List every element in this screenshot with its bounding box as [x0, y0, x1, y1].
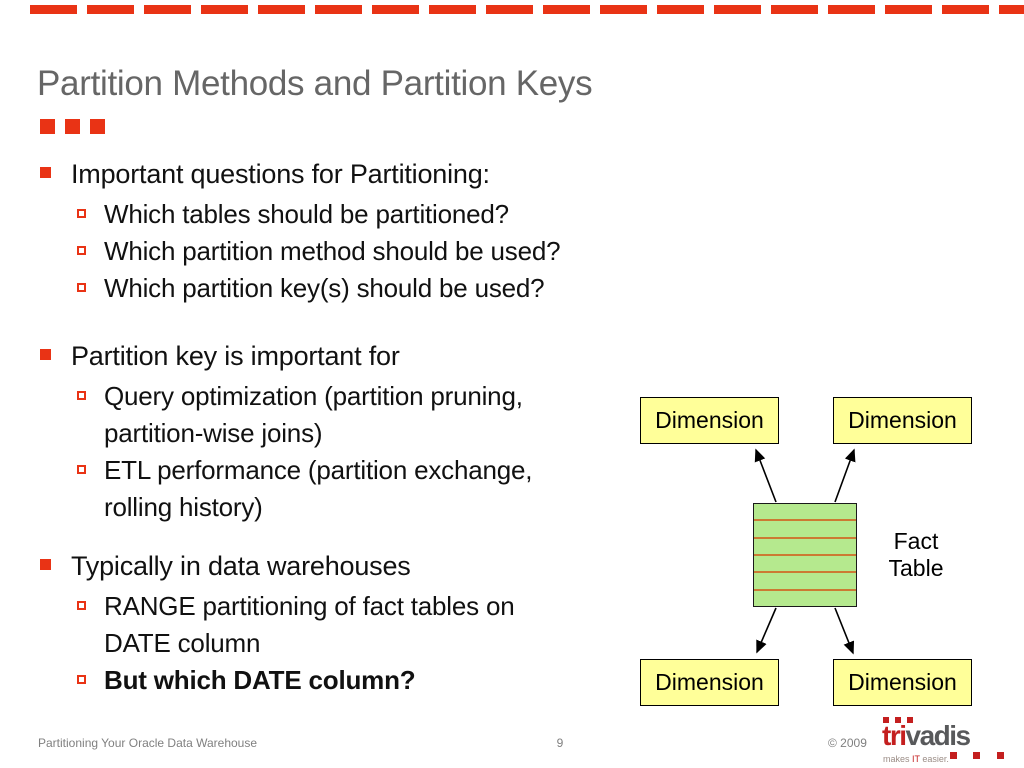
logo-vadis: vadis	[905, 720, 972, 751]
bullet-line: Typically in data warehouses	[38, 548, 638, 584]
bullet-line: Partition key is important for	[38, 338, 638, 374]
bullet-list: Important questions for Partitioning: Whi…	[38, 0, 638, 768]
sub-bullet-text-line: partition-wise joins)	[104, 418, 323, 448]
bullet-title: Typically in data warehouses	[71, 551, 411, 581]
footer-presentation-title: Partitioning Your Oracle Data Warehouse	[38, 736, 258, 750]
sub-bullet-line: Which partition method should be used?	[38, 233, 638, 270]
title-ellipsis-dot	[90, 119, 105, 134]
fact-table-row	[754, 588, 856, 606]
fact-table-row	[754, 536, 856, 554]
tagline-it: IT	[912, 754, 920, 764]
sub-bullet-square-icon	[77, 283, 86, 292]
bullet-square-icon	[40, 167, 51, 178]
title-ellipsis-dot	[65, 119, 80, 134]
logo-dot-icon	[883, 717, 889, 723]
sub-bullet-line: Query optimization (partition pruning, pa…	[38, 378, 638, 452]
sub-bullet-text-line: But which DATE column?	[104, 665, 416, 695]
bullet-title: Important questions for Partitioning:	[71, 159, 490, 189]
bullet-group: Important questions for Partitioning: Whi…	[38, 156, 638, 307]
fact-table-row	[754, 553, 856, 571]
fact-table-label-line: Fact	[893, 528, 939, 554]
sub-bullet-text-line: Query optimization (partition pruning,	[104, 381, 523, 411]
sub-bullet-text-line: ETL performance (partition exchange,	[104, 455, 533, 485]
sub-bullet-text-line: Which partition key(s) should be used?	[104, 273, 545, 303]
sub-bullet-square-icon	[77, 675, 86, 684]
bullet-square-icon	[40, 349, 51, 360]
arrow-bottom-left	[756, 607, 777, 654]
fact-table-row	[754, 571, 856, 588]
fact-table-shape	[753, 503, 857, 607]
sub-bullet-line: ETL performance (partition exchange, roll…	[38, 452, 638, 526]
sub-bullet-square-icon	[77, 391, 86, 400]
bullet-line: Important questions for Partitioning:	[38, 156, 638, 192]
dimension-box: Dimension	[640, 659, 779, 706]
sub-bullet-line: But which DATE column?	[38, 662, 638, 699]
fact-table-row	[754, 519, 856, 536]
title-ellipsis-dot	[40, 119, 55, 134]
logo-dot-icon	[907, 717, 913, 723]
title-ellipsis	[40, 119, 105, 134]
dimension-box: Dimension	[833, 397, 972, 444]
sub-bullet-text: RANGE partitioning of fact tables on DATE…	[104, 588, 515, 662]
sub-bullet-text-line: Which partition method should be used?	[104, 236, 561, 266]
dimension-box: Dimension	[833, 659, 972, 706]
sub-bullet-text: But which DATE column?	[104, 662, 416, 699]
slide-title: Partition Methods and Partition Keys	[37, 64, 593, 103]
logo-wordmark: trivadis	[882, 720, 972, 751]
sub-bullet-text-line: DATE column	[104, 628, 261, 658]
dimension-box: Dimension	[640, 397, 779, 444]
bullet-square-icon	[40, 559, 51, 570]
sub-bullet-text: Which partition key(s) should be used?	[104, 270, 545, 307]
sub-bullet-square-icon	[77, 209, 86, 218]
sub-bullet-text: ETL performance (partition exchange, roll…	[104, 452, 532, 526]
trivadis-logo: trivadis makes IT easier.	[880, 714, 1024, 766]
fact-table-row	[754, 504, 856, 519]
sub-bullet-text-line: Which tables should be partitioned?	[104, 199, 509, 229]
logo-dot-icon	[895, 717, 901, 723]
arrow-bottom-right	[834, 607, 855, 655]
sub-bullet-line: RANGE partitioning of fact tables on DATE…	[38, 588, 638, 662]
arrow-top-left	[754, 448, 777, 503]
tagline-pre: makes	[883, 754, 913, 764]
fact-table-label-line: Table	[888, 555, 944, 581]
arrow-top-right	[834, 448, 856, 503]
sub-bullet-square-icon	[77, 465, 86, 474]
logo-dot-icon	[973, 752, 980, 759]
sub-bullet-text-line: RANGE partitioning of fact tables on	[104, 591, 515, 621]
logo-dot-icon	[997, 752, 1004, 759]
sub-bullet-text-line: rolling history)	[104, 492, 263, 522]
page-number: 9	[556, 736, 564, 750]
sub-bullet-text: Which partition method should be used?	[104, 233, 561, 270]
sub-bullet-square-icon	[77, 601, 86, 610]
logo-tri: tri	[882, 720, 907, 751]
sub-bullet-square-icon	[77, 246, 86, 255]
logo-tagline: makes IT easier.	[883, 754, 949, 764]
tagline-post: easier.	[919, 754, 949, 764]
sub-bullet-line: Which tables should be partitioned?	[38, 196, 638, 233]
sub-bullet-text: Query optimization (partition pruning, pa…	[104, 378, 523, 452]
logo-dot-icon	[950, 752, 957, 759]
bullet-title: Partition key is important for	[71, 341, 400, 371]
sub-bullet-text: Which tables should be partitioned?	[104, 196, 509, 233]
copyright: © 2009	[828, 736, 867, 750]
top-dashed-border	[30, 5, 1024, 14]
sub-bullet-line: Which partition key(s) should be used?	[38, 270, 638, 307]
